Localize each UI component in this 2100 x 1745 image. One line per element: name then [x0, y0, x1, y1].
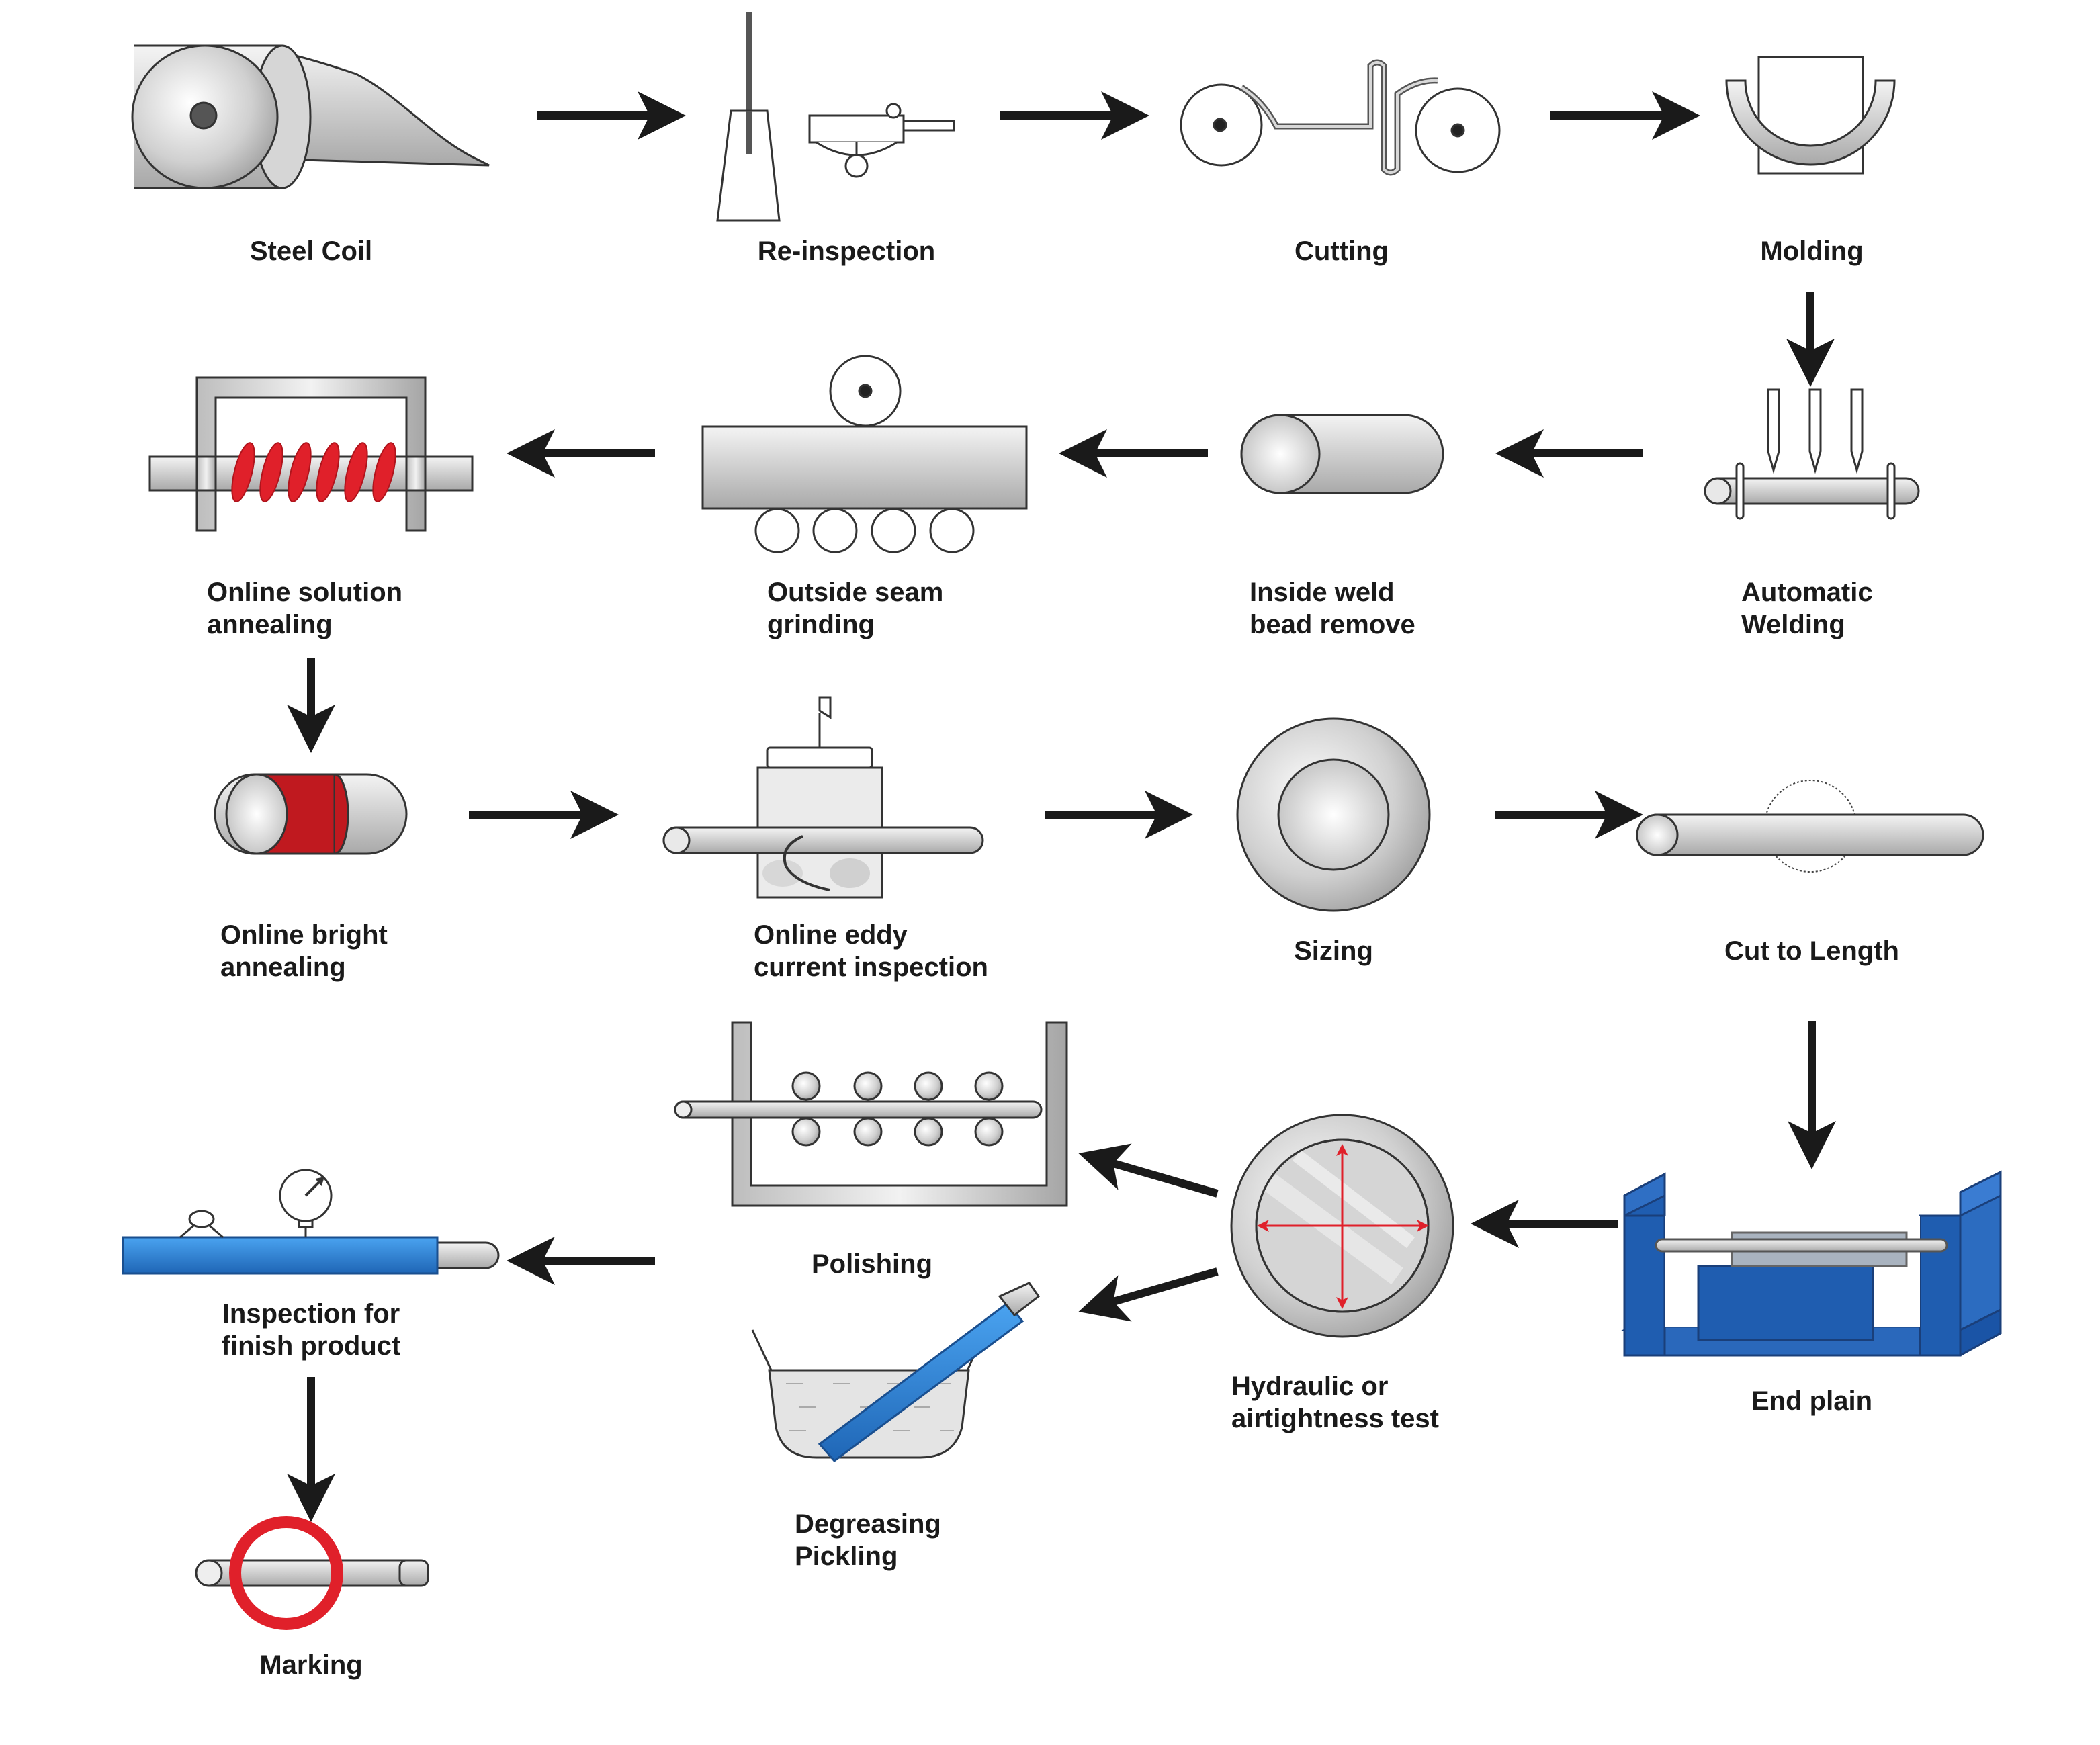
molding-illustration — [1725, 56, 1896, 175]
pressure-arrows — [1257, 1144, 1429, 1309]
label-sizing: Sizing — [1294, 936, 1373, 966]
label-marking: Marking — [259, 1650, 363, 1680]
end-plain-illustration — [1620, 1170, 2002, 1357]
flow-arrows — [287, 91, 1836, 1522]
marking-illustration — [195, 1516, 429, 1630]
re-inspection-illustration — [716, 12, 955, 222]
inspection-finish-illustration — [122, 1169, 500, 1275]
hydraulic-test-illustration — [1230, 1114, 1454, 1338]
arrow-hydraulic-test-to-polishing — [1078, 1143, 1219, 1198]
polishing-illustration — [674, 1021, 1068, 1207]
eddy-current-illustration — [662, 696, 984, 899]
label-re-inspection: Re-inspection — [757, 236, 936, 266]
solution-annealing-illustration — [148, 376, 474, 532]
inside-weld-bead-illustration — [1240, 414, 1444, 494]
outside-seam-grinding-illustration — [701, 355, 1028, 553]
label-cutting: Cutting — [1295, 236, 1389, 266]
cut-to-length-illustration — [1636, 780, 1984, 872]
cutting-illustration — [1180, 59, 1501, 176]
steel-coil-illustration — [131, 44, 490, 189]
automatic-welding-illustration — [1704, 388, 1920, 520]
heating-coil — [231, 442, 396, 502]
sizing-illustration — [1236, 717, 1431, 912]
arrow-hydraulic-test-to-degreasing — [1078, 1267, 1219, 1322]
label-cut-to-length: Cut to Length — [1724, 936, 1899, 966]
label-steel-coil: Steel Coil — [249, 236, 373, 266]
label-polishing: Polishing — [812, 1249, 932, 1279]
label-end-plain: End plain — [1751, 1386, 1872, 1416]
bright-annealing-illustration — [214, 773, 408, 855]
label-molding: Molding — [1760, 236, 1864, 266]
marking-ring — [229, 1516, 343, 1630]
degreasing-pickling-illustration — [751, 1282, 1041, 1463]
